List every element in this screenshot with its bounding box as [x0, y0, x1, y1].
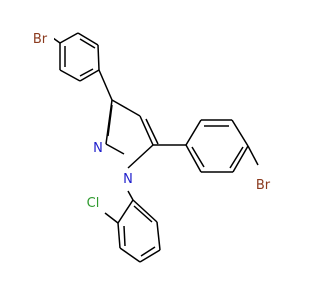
molecule-diagram: Br Br N N Cl: [28, 30, 276, 263]
label-mask: [91, 139, 105, 155]
bond: [59, 32, 79, 44]
bond: [127, 144, 154, 169]
bond: [111, 99, 141, 117]
double-bond-inner: [229, 146, 244, 169]
bond: [79, 69, 100, 82]
bond: [231, 119, 249, 147]
bond: [139, 115, 154, 146]
label-mask: [28, 30, 54, 46]
bond: [105, 143, 125, 155]
bond: [139, 249, 161, 263]
nitrogen-2-label: N: [93, 141, 103, 156]
bond: [132, 199, 158, 223]
label-mask: [250, 176, 276, 192]
double-bond-inner: [107, 104, 113, 137]
bond: [232, 145, 249, 173]
bond-to-br: [52, 37, 61, 44]
chlorophenyl-ring: [104, 199, 161, 263]
bond: [59, 69, 81, 82]
bond: [119, 247, 141, 263]
double-bond-inner: [140, 246, 156, 257]
double-bond-inner: [123, 225, 126, 247]
bond-aryl-c3: [98, 69, 113, 101]
right-bromophenyl-ring: [185, 119, 259, 173]
bond-n1-aryl: [127, 190, 134, 201]
label-mask: [121, 170, 135, 186]
bond-to-cl: [104, 212, 119, 224]
bromine-right-label: Br: [256, 178, 271, 193]
bond: [117, 199, 134, 224]
bond: [117, 222, 121, 249]
double-bond-inner: [133, 205, 153, 223]
double-bond-inner: [79, 68, 94, 77]
double-bond-inner: [145, 118, 159, 145]
bond: [185, 119, 202, 146]
structure-svg: Br Br N N Cl: [28, 30, 276, 263]
pyrazole-ring: [105, 99, 159, 169]
bond: [185, 144, 202, 173]
double-bond-inner: [79, 38, 96, 49]
bond: [97, 44, 100, 71]
bond: [77, 32, 99, 46]
bond-to-br: [247, 145, 259, 166]
nitrogen-1-label: N: [123, 172, 133, 187]
bromine-top-label: Br: [33, 32, 48, 47]
chlorine-label: Cl: [87, 196, 100, 211]
bond: [156, 221, 161, 251]
label-mask: [82, 194, 104, 210]
top-bromophenyl-ring: [52, 32, 100, 82]
double-bond-inner: [191, 146, 205, 168]
